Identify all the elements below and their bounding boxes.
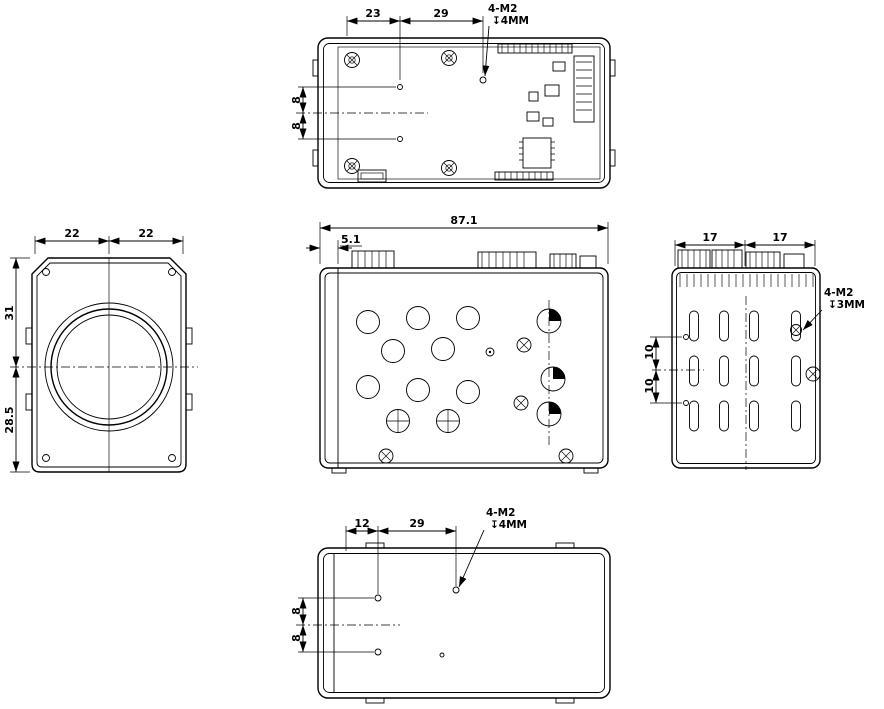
bottom-body-outline: [317, 547, 611, 699]
side-offset-dimension: 5.1: [306, 233, 362, 264]
front-dim-a-label: 22: [64, 227, 79, 240]
front-body-inner: [36, 262, 182, 468]
top-right-tab: [609, 59, 616, 77]
rear-dim-a-label: 17: [702, 231, 717, 244]
bottom-callout: 4-M2 ↧4MM: [458, 507, 527, 588]
top-mount-holes: [397, 76, 487, 142]
bottom-dim-d-label: 8: [290, 634, 303, 642]
side-dim-offset-label: 5.1: [341, 233, 361, 246]
rear-slots: [689, 310, 801, 432]
top-body-inner: [323, 43, 605, 183]
side-bottom-tabs: [331, 467, 599, 474]
top-view: 23 29 8 8 4-M2 ↧4MM: [290, 3, 616, 189]
top-horizontal-dimension: 23 29: [346, 7, 484, 80]
rear-horizontal-dimension: 17 17: [674, 231, 816, 266]
front-corner-pads: [42, 268, 176, 462]
bottom-view: 12 29 8 8 4-M2 ↧4MM: [290, 507, 611, 704]
bottom-vertical-dimension: 8 8: [290, 597, 374, 653]
top-pcb-components: [357, 43, 595, 183]
top-dim-c-label: 8: [290, 96, 303, 104]
rear-dim-d-label: 10: [643, 378, 656, 394]
top-vertical-dimension: 8 8: [290, 86, 396, 140]
bottom-bottom-bump: [365, 697, 385, 704]
top-callout: 4-M2 ↧4MM: [482, 3, 529, 77]
front-horizontal-dimension: 22 22: [34, 227, 184, 254]
side-top-connectors: [351, 250, 597, 269]
bottom-mount-holes: [374, 586, 460, 658]
front-view: 22 22 31 28.5: [3, 227, 198, 473]
bottom-callout-line1: 4-M2: [486, 507, 515, 519]
front-dim-b-label: 22: [138, 227, 153, 240]
side-screws: [378, 337, 574, 464]
top-left-tab: [312, 149, 319, 167]
top-dim-d-label: 8: [290, 122, 303, 130]
rear-dim-b-label: 17: [772, 231, 787, 244]
bottom-dim-a-label: 12: [354, 517, 369, 530]
side-total-dimension: 87.1: [319, 214, 609, 264]
side-vent-holes: [356, 306, 480, 433]
top-callout-line1: 4-M2: [488, 3, 517, 15]
rear-vertical-dimension: 10 10: [643, 336, 682, 404]
side-dim-total-label: 87.1: [450, 214, 477, 227]
bottom-callout-line2: ↧4MM: [490, 519, 527, 531]
side-body-outline: [319, 267, 609, 469]
top-right-tab: [609, 149, 616, 167]
top-callout-line2: ↧4MM: [492, 15, 529, 27]
bottom-top-bump: [365, 542, 385, 549]
rear-screws: [683, 324, 821, 406]
rear-view: 17 17 10 10 4-M2 ↧3MM: [643, 231, 865, 470]
side-body-inner: [324, 272, 604, 464]
bottom-top-bump: [555, 542, 575, 549]
front-side-lugs: [25, 327, 193, 411]
top-dim-a-label: 23: [365, 7, 380, 20]
rear-callout-line1: 4-M2: [824, 287, 853, 299]
rear-dim-c-label: 10: [643, 344, 656, 360]
front-dim-d-label: 28.5: [3, 406, 16, 433]
bottom-dim-c-label: 8: [290, 607, 303, 615]
top-left-tab: [312, 59, 319, 77]
front-dim-c-label: 31: [3, 305, 16, 320]
bottom-body-inner: [323, 553, 605, 693]
rear-top-connectors: [677, 249, 814, 287]
side-view: 87.1 5.1: [306, 214, 609, 474]
rear-body-inner: [676, 272, 816, 464]
rear-callout-line2: ↧3MM: [828, 299, 865, 311]
front-body-outline: [31, 257, 187, 473]
bottom-dim-b-label: 29: [409, 517, 424, 530]
top-dim-b-label: 29: [433, 7, 448, 20]
front-vertical-dimension: 31 28.5: [3, 257, 30, 473]
rear-callout: 4-M2 ↧3MM: [802, 287, 865, 331]
bottom-bottom-bump: [555, 697, 575, 704]
side-cam-holes: [536, 308, 566, 427]
bottom-horizontal-dimension: 12 29: [345, 517, 457, 594]
